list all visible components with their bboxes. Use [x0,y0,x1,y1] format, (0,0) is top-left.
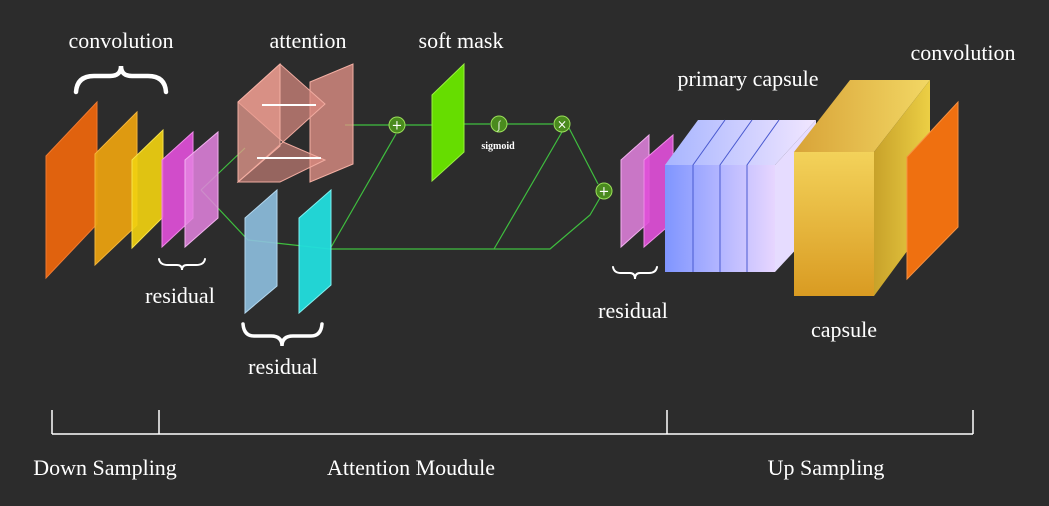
primary-capsule-divider-3 [746,119,780,272]
sigmoid-node-circle [490,115,508,133]
conv-layer-right [906,100,959,281]
label-attention: attention [270,28,347,53]
label-soft-mask: soft mask [419,28,504,53]
multiply-node-symbol: × [557,118,567,132]
connector-branch-to-multiply [493,131,563,250]
residual-layer-mid-2 [298,188,332,315]
label-sigmoid: sigmoid [481,141,515,152]
plus-node-1-circle [388,116,406,134]
capsule-top [794,80,930,152]
attention-front-plane [237,62,281,184]
label-residual-middle: residual [248,354,318,379]
plus-node-1-symbol: + [392,119,403,134]
multiply-node-circle [553,115,571,133]
label-convolution-left: convolution [68,28,173,53]
conv-layer-1 [45,100,98,280]
section-label-down-sampling: Down Sampling [33,455,177,480]
brace-convolution-left [73,65,169,95]
label-primary-capsule: primary capsule [677,66,818,91]
multiply-node: × [553,115,571,133]
sigmoid-node-symbol: ∫ [496,120,501,132]
connector-to-residual-branch [200,189,605,250]
soft-mask-layer [431,62,465,183]
label-capsule: capsule [811,317,877,342]
sigmoid-node: ∫ [490,115,508,133]
capsule-front [794,152,874,296]
brace-residual-left [158,258,206,271]
primary-capsule-divider-2 [719,119,753,272]
capsule-block [794,80,930,296]
section-label-up-sampling: Up Sampling [768,455,885,480]
residual-block-middle [244,188,332,315]
plus-node-1: + [388,116,406,134]
primary-capsule-top [665,120,816,165]
attention-block [236,62,354,184]
plus-node-2-symbol: + [599,185,610,200]
section-dividers [51,410,974,435]
primary-capsule-divider-1 [692,119,726,272]
residual-layer-left-2 [184,130,219,249]
connector-residual-to-plus [329,133,397,250]
label-residual-right: residual [598,298,668,323]
brace-residual-right [612,266,658,280]
label-convolution-right: convolution [910,40,1015,65]
attention-back-plane [309,63,354,183]
brace-residual-middle [241,322,324,347]
plus-node-2-circle [595,182,613,200]
primary-capsule-block [665,119,816,272]
capsule-side [874,80,930,296]
residual-block-left [161,130,219,249]
section-label-attention-module: Attention Moudule [327,455,495,480]
conv-layers-left [45,100,164,280]
plus-node-2: + [595,182,613,200]
residual-layer-mid-1 [244,188,278,315]
connector-multiply-to-plus [568,127,599,185]
conv-layer-2 [94,110,138,267]
label-residual-left: residual [145,283,215,308]
